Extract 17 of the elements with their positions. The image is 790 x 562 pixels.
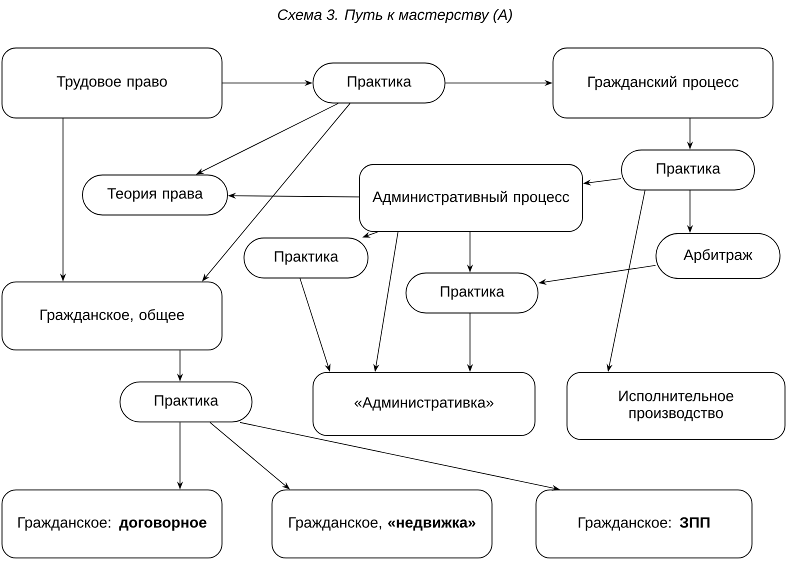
practice-pill: Практика [120, 382, 252, 422]
practice-pill: Практика [406, 272, 538, 314]
process-box: Исполнительное производство [566, 372, 786, 440]
process-box: Гражданское: договорное [2, 490, 222, 558]
process-box: «Административка» [312, 372, 536, 436]
practice-pill: Теория права [82, 174, 228, 216]
process-box: Административный процесс [359, 164, 583, 232]
process-box: Гражданское, общее [2, 282, 222, 350]
process-box: Гражданское, «недвижка» [272, 490, 492, 558]
practice-pill: Практика [244, 238, 368, 278]
process-box: Трудовое право [2, 48, 222, 118]
process-box: Гражданское: ЗПП [536, 490, 752, 558]
title: Схема 3. Путь к мастерству (А) [278, 9, 512, 23]
practice-pill: Практика [621, 150, 755, 190]
process-box: Гражданский процесс [552, 48, 774, 118]
practice-pill: Арбитраж [656, 233, 780, 279]
practice-pill: Практика [312, 62, 446, 104]
